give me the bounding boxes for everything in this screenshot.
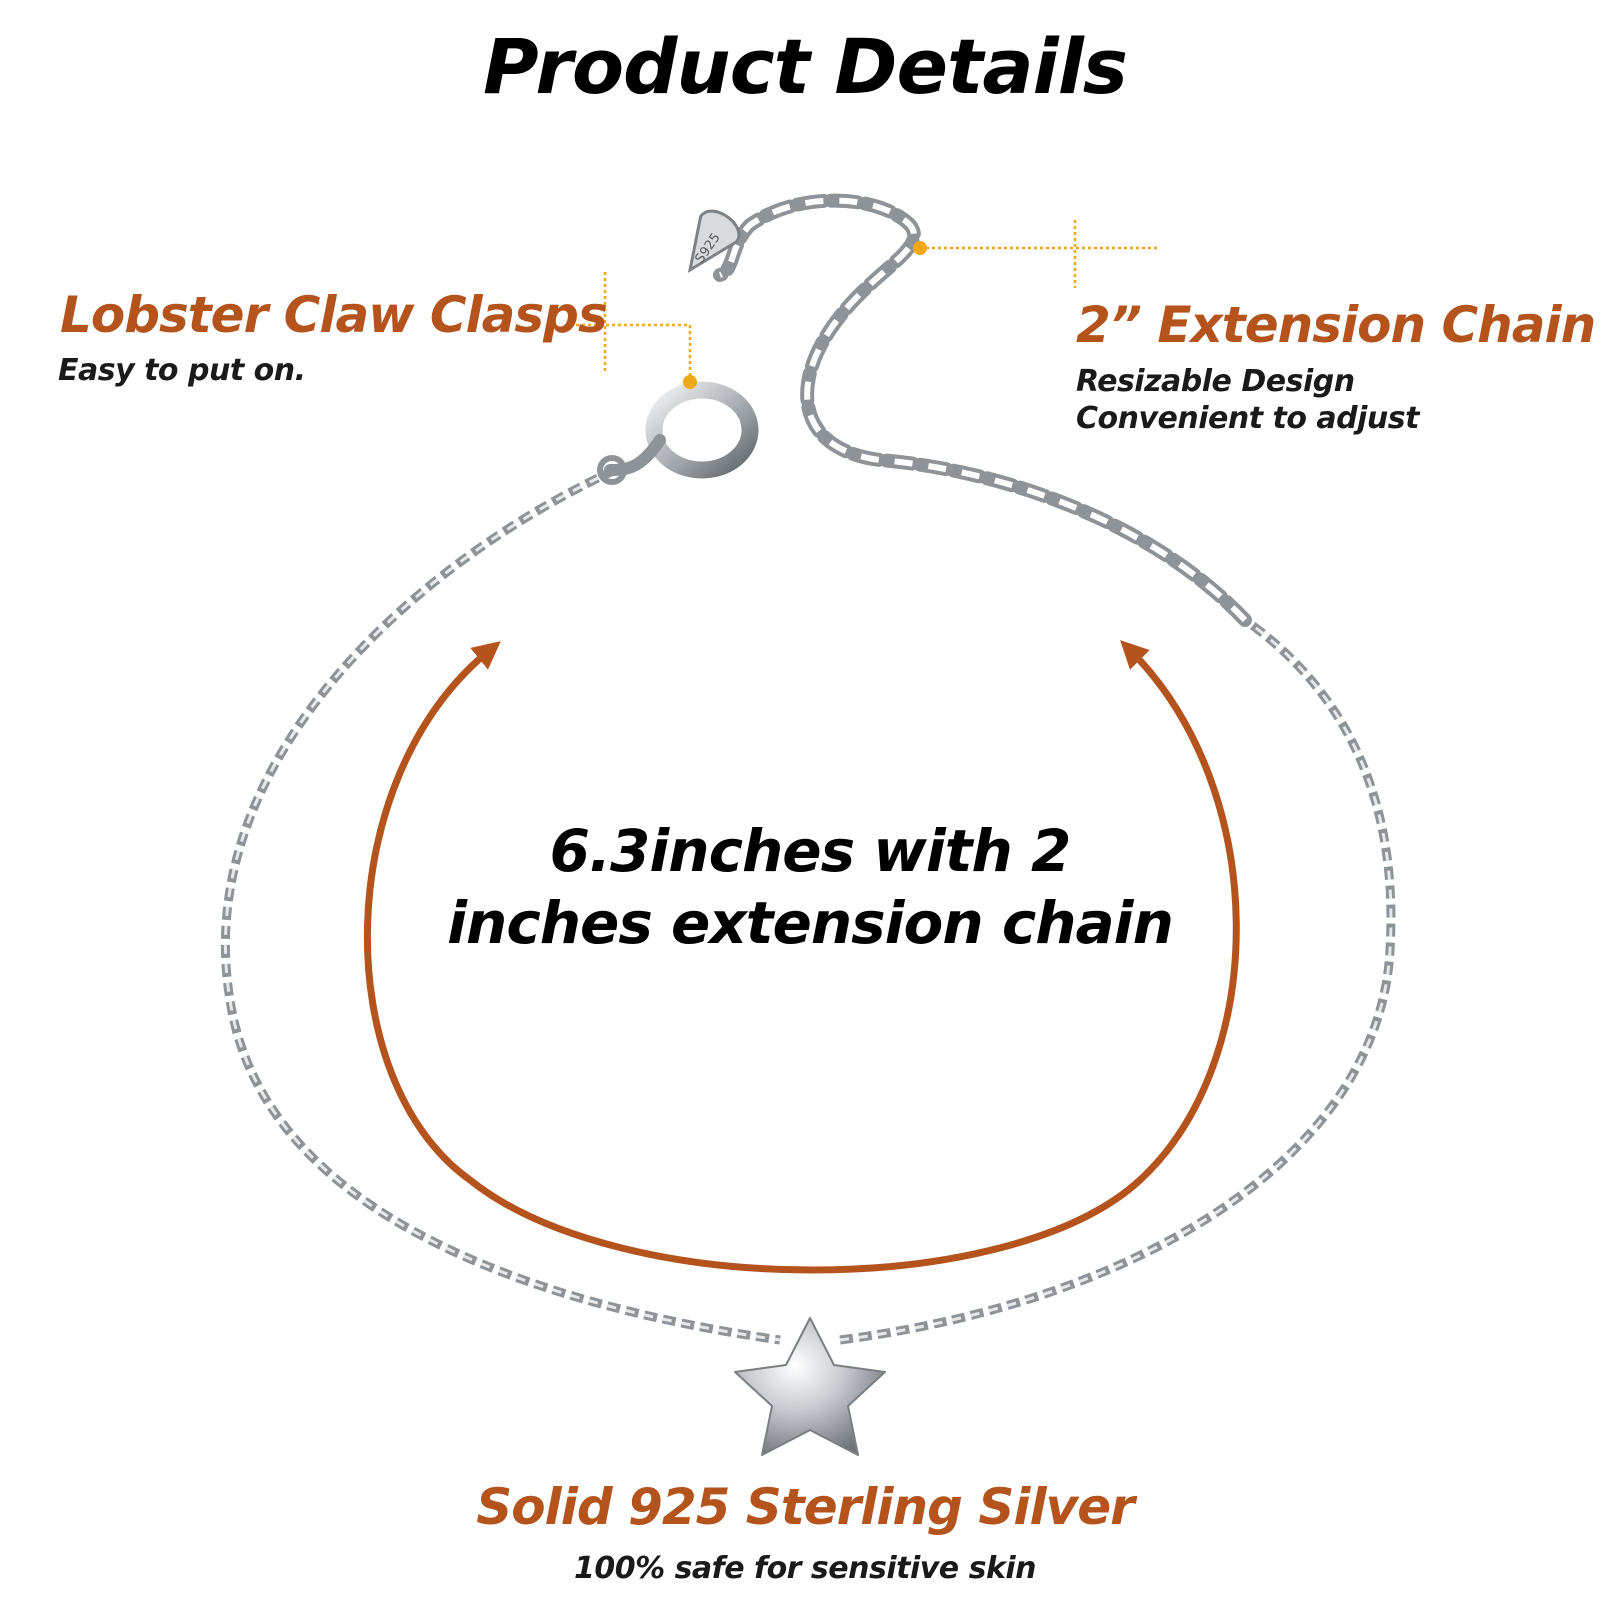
- clasp-leader: [570, 272, 692, 378]
- page-title: Product Details: [483, 22, 1128, 111]
- clasp-label-title: Lobster Claw Clasps: [60, 286, 608, 344]
- length-arc: [363, 640, 1240, 1274]
- clasp-label-desc: Easy to put on.: [58, 353, 306, 388]
- main-chain-right: [839, 616, 1396, 1345]
- extension-leader: [920, 220, 1160, 288]
- extension-label-line1: Resizable Design: [1076, 364, 1355, 399]
- s925-tag: S925: [687, 209, 741, 274]
- length-description: 6.3inches with 2 inches extension chain: [447, 817, 1174, 957]
- material-label-title: Solid 925 Sterling Silver: [476, 1478, 1135, 1536]
- lobster-clasp: [597, 381, 759, 485]
- extension-label-line2: Convenient to adjust: [1076, 401, 1419, 436]
- clasp-leader-dot: [683, 375, 697, 389]
- extension-label-title: 2” Extension Chain: [1076, 296, 1596, 354]
- extension-leader-dot: [913, 241, 927, 255]
- main-chain-left: [220, 465, 781, 1345]
- material-label-desc: 100% safe for sensitive skin: [573, 1551, 1037, 1586]
- star-charm: [734, 1317, 886, 1456]
